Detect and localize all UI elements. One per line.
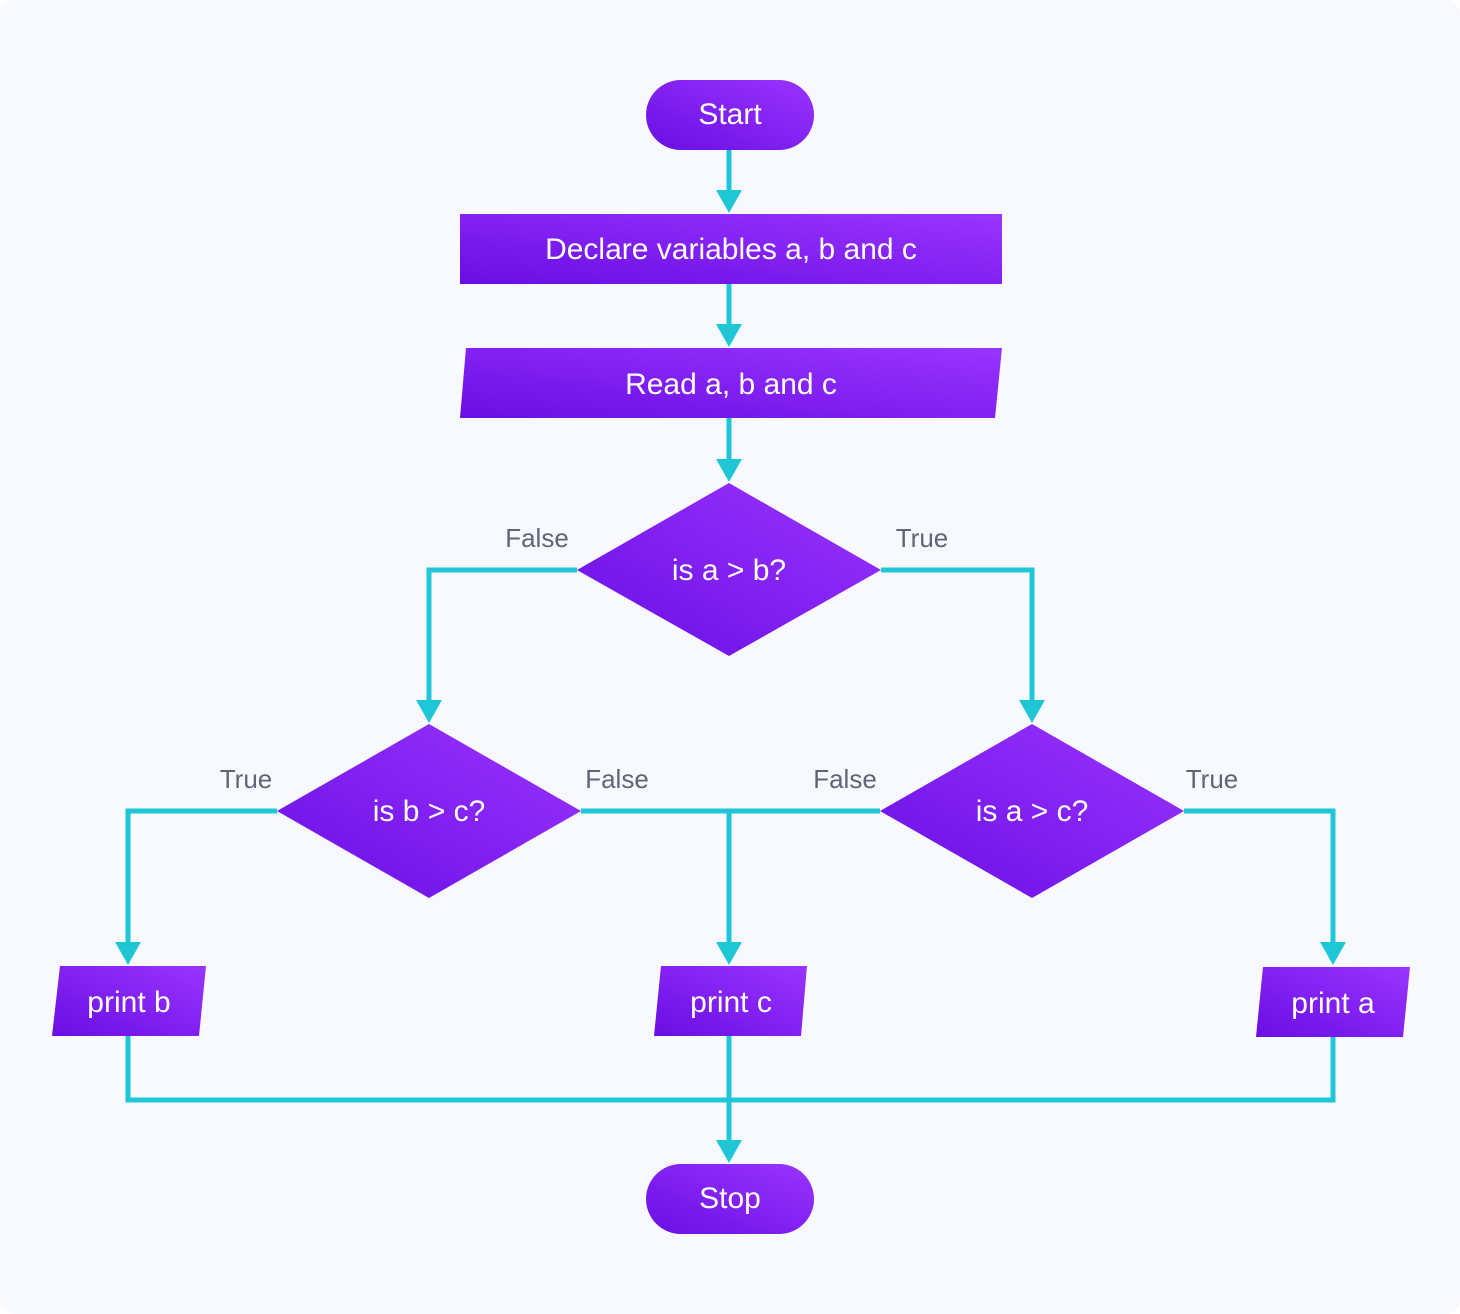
connector-bc-true — [125, 808, 277, 948]
decision-a-gt-b-node: is a > b? — [577, 483, 881, 656]
edge-label-ab-false: False — [505, 523, 569, 553]
decision-a-gt-c-label: is a > c? — [976, 795, 1089, 828]
arrowhead-print-b — [115, 942, 141, 965]
arrowhead-print-a — [1320, 942, 1346, 965]
arrowhead-decision-bc — [416, 700, 442, 723]
declare-label: Declare variables a, b and c — [545, 233, 917, 266]
print-a-label: print a — [1291, 987, 1375, 1020]
connector-ac-true — [1184, 808, 1336, 948]
declare-process-node: Declare variables a, b and c — [460, 214, 1002, 284]
read-label: Read a, b and c — [625, 368, 837, 401]
edge-label-ab-true: True — [896, 523, 949, 553]
arrowhead-declare — [716, 190, 742, 213]
start-label: Start — [698, 98, 762, 131]
decision-a-gt-b-label: is a > b? — [672, 554, 786, 587]
edge-label-ac-false: False — [813, 764, 877, 794]
arrowhead-decision-ac — [1019, 700, 1045, 723]
start-node: Start — [646, 80, 814, 150]
decision-b-gt-c-label: is b > c? — [373, 795, 486, 828]
connector-ab-true — [881, 567, 1035, 706]
edge-label-ac-true: True — [1186, 764, 1239, 794]
print-c-label: print c — [690, 986, 772, 1019]
arrowhead-read — [716, 324, 742, 347]
stop-label: Stop — [699, 1182, 761, 1215]
arrowhead-decision-ab — [716, 459, 742, 482]
print-a-output-node: print a — [1256, 967, 1410, 1037]
print-b-label: print b — [87, 986, 170, 1019]
arrowhead-stop — [716, 1140, 742, 1163]
arrowhead-print-c — [716, 942, 742, 965]
read-input-node: Read a, b and c — [460, 348, 1002, 418]
decision-a-gt-c-node: is a > c? — [880, 724, 1184, 898]
print-c-output-node: print c — [654, 966, 807, 1036]
decision-b-gt-c-node: is b > c? — [277, 724, 581, 898]
edge-label-bc-true: True — [220, 764, 273, 794]
connector-ab-false — [426, 567, 577, 706]
print-b-output-node: print b — [52, 966, 206, 1036]
stop-node: Stop — [646, 1164, 814, 1234]
edge-label-bc-false: False — [585, 764, 649, 794]
